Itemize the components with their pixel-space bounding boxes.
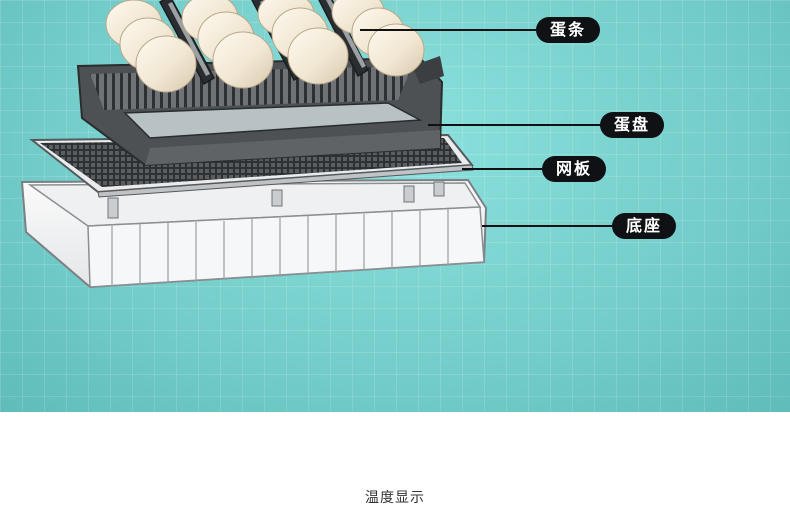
egg-strip-leader bbox=[360, 29, 540, 31]
mesh-plate-leader bbox=[462, 168, 544, 170]
base-leader bbox=[482, 225, 614, 227]
label-base: 底座 bbox=[612, 213, 677, 239]
label-egg-strip: 蛋条 bbox=[536, 17, 601, 43]
base-part bbox=[20, 178, 488, 289]
incubator-exploded-view bbox=[20, 0, 488, 289]
label-egg-tray: 蛋盘 bbox=[600, 112, 665, 138]
label-mesh-plate: 网板 bbox=[542, 156, 607, 182]
eggs bbox=[105, 0, 425, 93]
diagram-panel: 蛋条 蛋盘 网板 底座 bbox=[0, 0, 790, 412]
egg-tray-leader bbox=[428, 124, 602, 126]
caption-text: 温度显示 bbox=[365, 490, 425, 506]
